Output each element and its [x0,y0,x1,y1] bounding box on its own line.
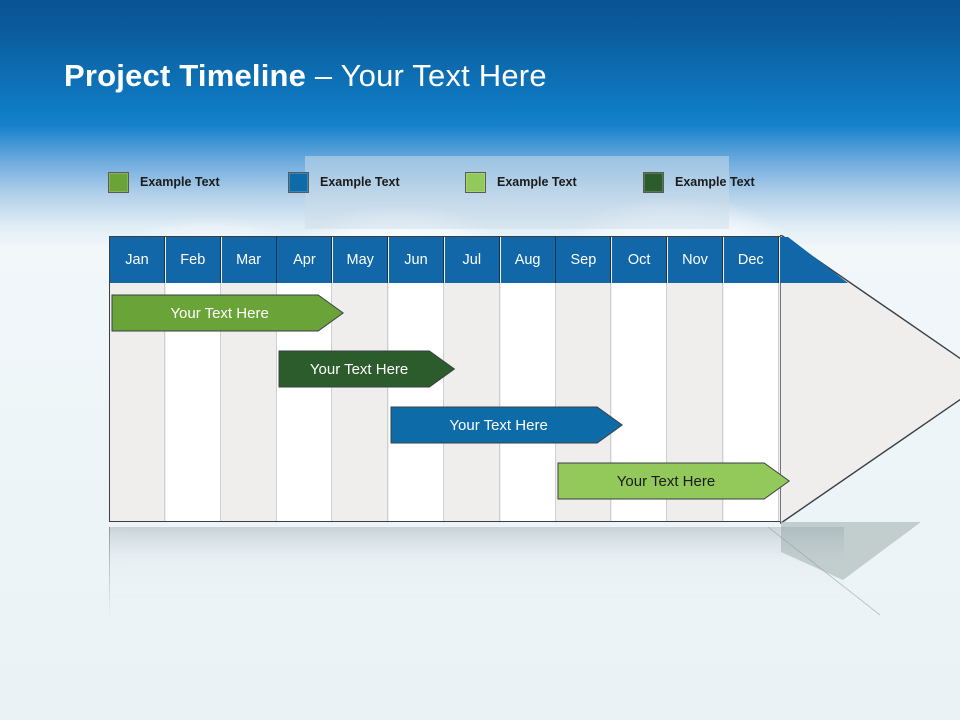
month-header-may[interactable]: May [333,237,389,283]
month-column-jul [444,237,500,521]
month-header-jun[interactable]: Jun [389,237,444,283]
timeline-reflection-diagonal [767,526,888,619]
legend-item-1[interactable]: Example Text [288,171,400,193]
month-column-aug [500,237,556,521]
page-title-rest: – Your Text Here [306,58,547,93]
timeline-bar-2[interactable]: Your Text Here [390,406,624,444]
timeline-reflection [109,527,844,619]
legend-item-label: Example Text [320,175,400,189]
month-header-aug[interactable]: Aug [500,237,556,283]
legend-item-3[interactable]: Example Text [643,171,755,193]
month-column-mar [221,237,277,521]
month-column-feb [165,237,221,521]
month-header-mar[interactable]: Mar [221,237,277,283]
legend-swatch-icon [288,171,309,193]
timeline-drop-shadow [781,522,951,582]
translucent-panel [305,156,729,229]
timeline-bar-0[interactable]: Your Text Here [111,294,345,332]
month-header-dec[interactable]: Dec [723,237,779,283]
month-header-sep[interactable]: Sep [556,237,612,283]
legend: Example Text Example Text Example Text E… [108,171,828,193]
month-header-apr[interactable]: Apr [277,237,333,283]
page-title: Project Timeline – Your Text Here [64,58,547,94]
timeline-bar-1[interactable]: Your Text Here [278,350,456,388]
legend-swatch-icon [643,171,664,193]
legend-item-label: Example Text [675,175,755,189]
month-header-oct[interactable]: Oct [612,237,668,283]
timeline-reflection-edge [109,527,110,619]
month-header-jan[interactable]: Jan [110,237,165,283]
timeline-bar-3[interactable]: Your Text Here [557,462,791,500]
month-header-jul[interactable]: Jul [444,237,500,283]
month-header-nov[interactable]: Nov [668,237,723,283]
month-header-feb[interactable]: Feb [165,237,221,283]
legend-item-label: Example Text [497,175,577,189]
month-header-arrow-tail [780,237,852,283]
header-band [0,0,960,128]
legend-swatch-icon [108,171,129,193]
page-title-bold: Project Timeline [64,58,307,93]
legend-item-2[interactable]: Example Text [465,171,577,193]
legend-item-label: Example Text [140,175,220,189]
timeline-arrow-head [780,235,960,524]
legend-swatch-icon [465,171,486,193]
legend-item-0[interactable]: Example Text [108,171,220,193]
month-column-jan [110,237,165,521]
